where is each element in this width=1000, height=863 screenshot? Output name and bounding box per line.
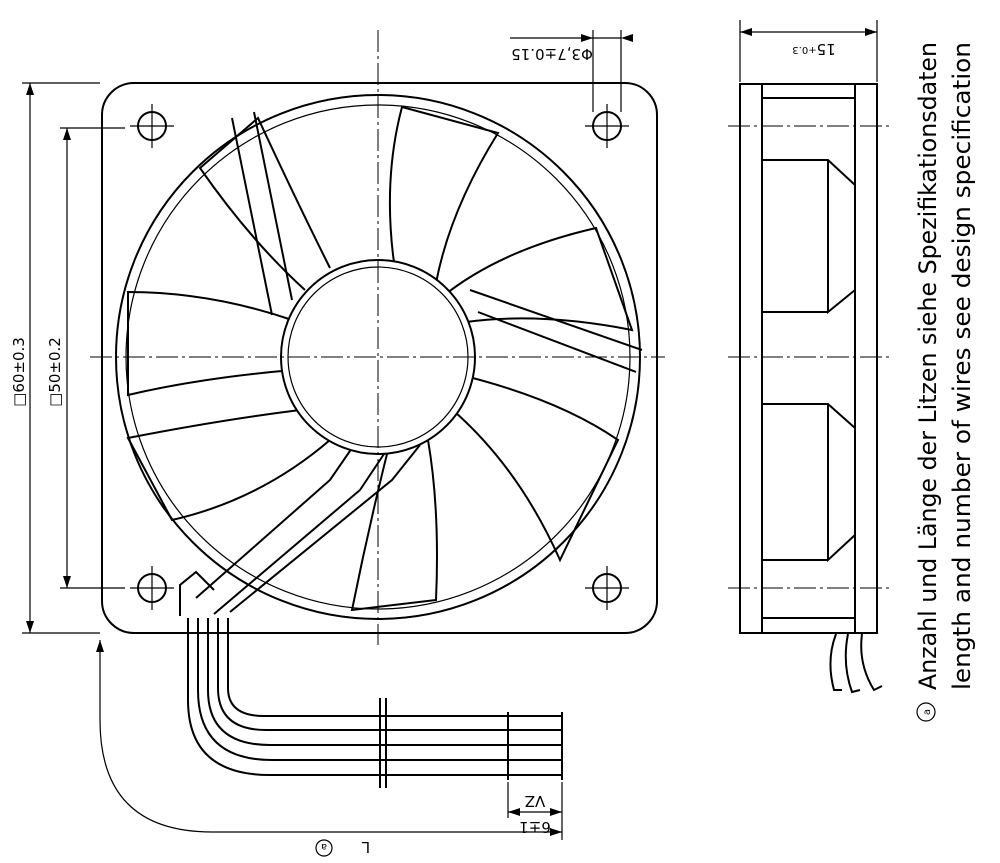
side-view xyxy=(728,20,890,694)
length-ref-marker: a xyxy=(321,841,327,852)
note-german: Anzahl und Länge der Litzen siehe Spezif… xyxy=(914,42,942,690)
depth-tolerance: +0.3 xyxy=(792,44,816,55)
note-marker: a xyxy=(922,709,933,715)
side-frame xyxy=(739,83,878,634)
note-english: length and number of wires see design sp… xyxy=(948,42,976,690)
blade-size-label: □50±0.2 xyxy=(46,337,64,407)
hole-diameter-label: Φ3,7±0.15 xyxy=(511,45,593,63)
fan-frame xyxy=(101,82,658,634)
length-label: L xyxy=(361,838,370,856)
depth-label: 15+0.3 xyxy=(792,40,835,58)
strut-right xyxy=(469,289,643,373)
fan-blades xyxy=(126,105,634,612)
strip-code-label: VZ xyxy=(525,792,546,810)
dimension-lines xyxy=(22,30,633,840)
strut-lower xyxy=(195,444,421,615)
strip-label: 6±1 xyxy=(519,818,551,836)
note-block: a Anzahl und Länge der Litzen siehe Spez… xyxy=(914,42,976,722)
mounting-holes xyxy=(130,104,629,610)
outer-size-label: □60±0.3 xyxy=(10,337,28,407)
front-view xyxy=(90,30,665,645)
wire-bundle xyxy=(187,618,563,788)
strut-upper xyxy=(231,111,293,316)
depth-value: 15 xyxy=(817,40,836,58)
